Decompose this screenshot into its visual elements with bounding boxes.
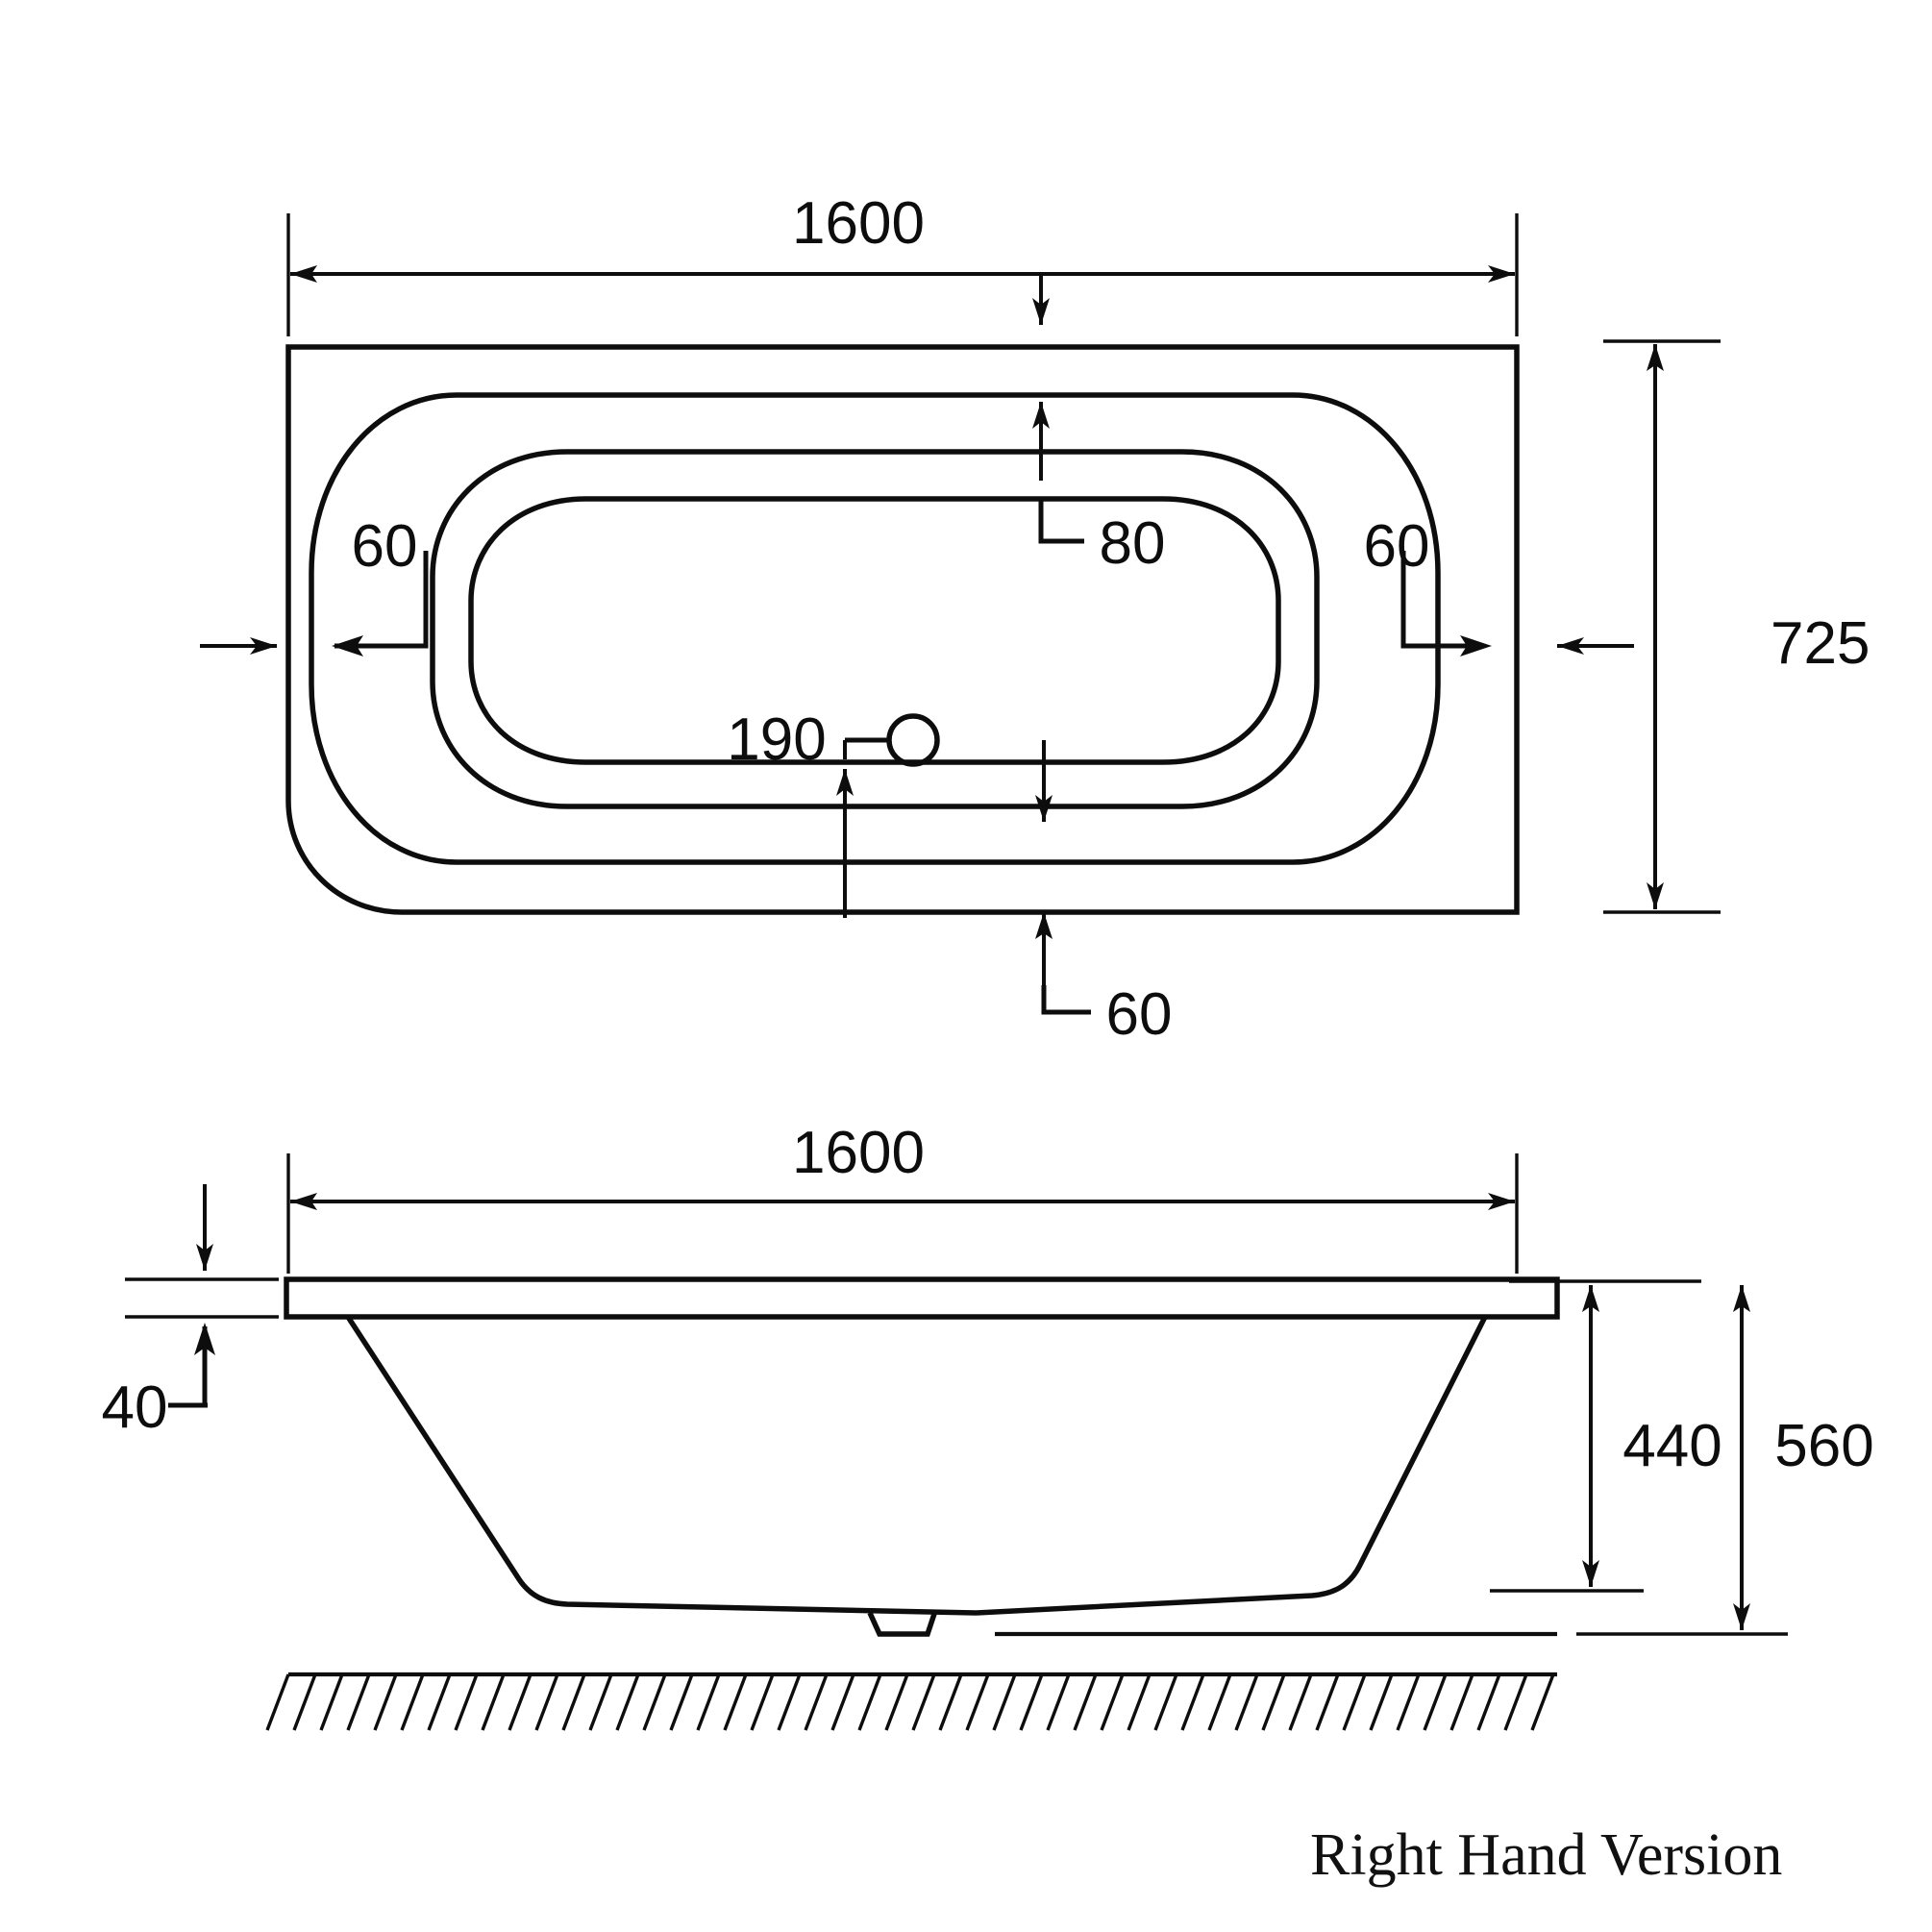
plan-right-rim-dimension: [1400, 551, 1634, 656]
plan-length-dimension: [286, 213, 1519, 336]
elevation-rim-slab: [284, 1276, 1560, 1320]
elevation-rim-thickness-dimension: [125, 1184, 279, 1408]
plan-bottom-step-dimension: [1035, 740, 1091, 1015]
elevation-rim-thickness-label: 40: [102, 1375, 168, 1441]
plan-bathing-well: [468, 496, 1281, 765]
plan-length-label: 1600: [792, 190, 925, 257]
plan-bottom-step-label: 60: [1106, 981, 1173, 1048]
floor-hatch: [265, 1672, 1557, 1731]
plan-left-rim-dimension: [200, 551, 429, 656]
version-note: Right Hand Version: [1310, 1822, 1782, 1888]
plan-outer-body: [285, 344, 1520, 915]
elevation-length-dimension: [286, 1153, 1519, 1274]
plan-rim-middle-contour: [430, 449, 1320, 809]
plan-left-rim-label: 60: [352, 513, 418, 580]
elevation-internal-depth-label: 440: [1622, 1413, 1721, 1479]
plan-width-label: 725: [1771, 610, 1870, 677]
elevation-overall-height-dimension: [1576, 1285, 1788, 1636]
plan-waste-offset-label: 190: [727, 706, 826, 773]
elevation-bowl-profile: [345, 1315, 1488, 1616]
plan-rim-outer-contour: [309, 392, 1441, 865]
plan-right-rim-label: 60: [1364, 513, 1430, 580]
plan-top-step-dimension: [1032, 402, 1084, 544]
elevation-internal-depth-dimension: [1490, 1279, 1701, 1593]
plan-width-dimension: [1603, 339, 1721, 914]
elevation-overall-height-label: 560: [1774, 1413, 1873, 1479]
plan-waste-offset-dimension: [836, 737, 889, 918]
plan-top-step-label: 80: [1100, 510, 1166, 577]
waste-boss: [867, 1611, 937, 1637]
waste-outlet-circle: [886, 713, 940, 767]
elevation-length-label: 1600: [792, 1120, 925, 1186]
